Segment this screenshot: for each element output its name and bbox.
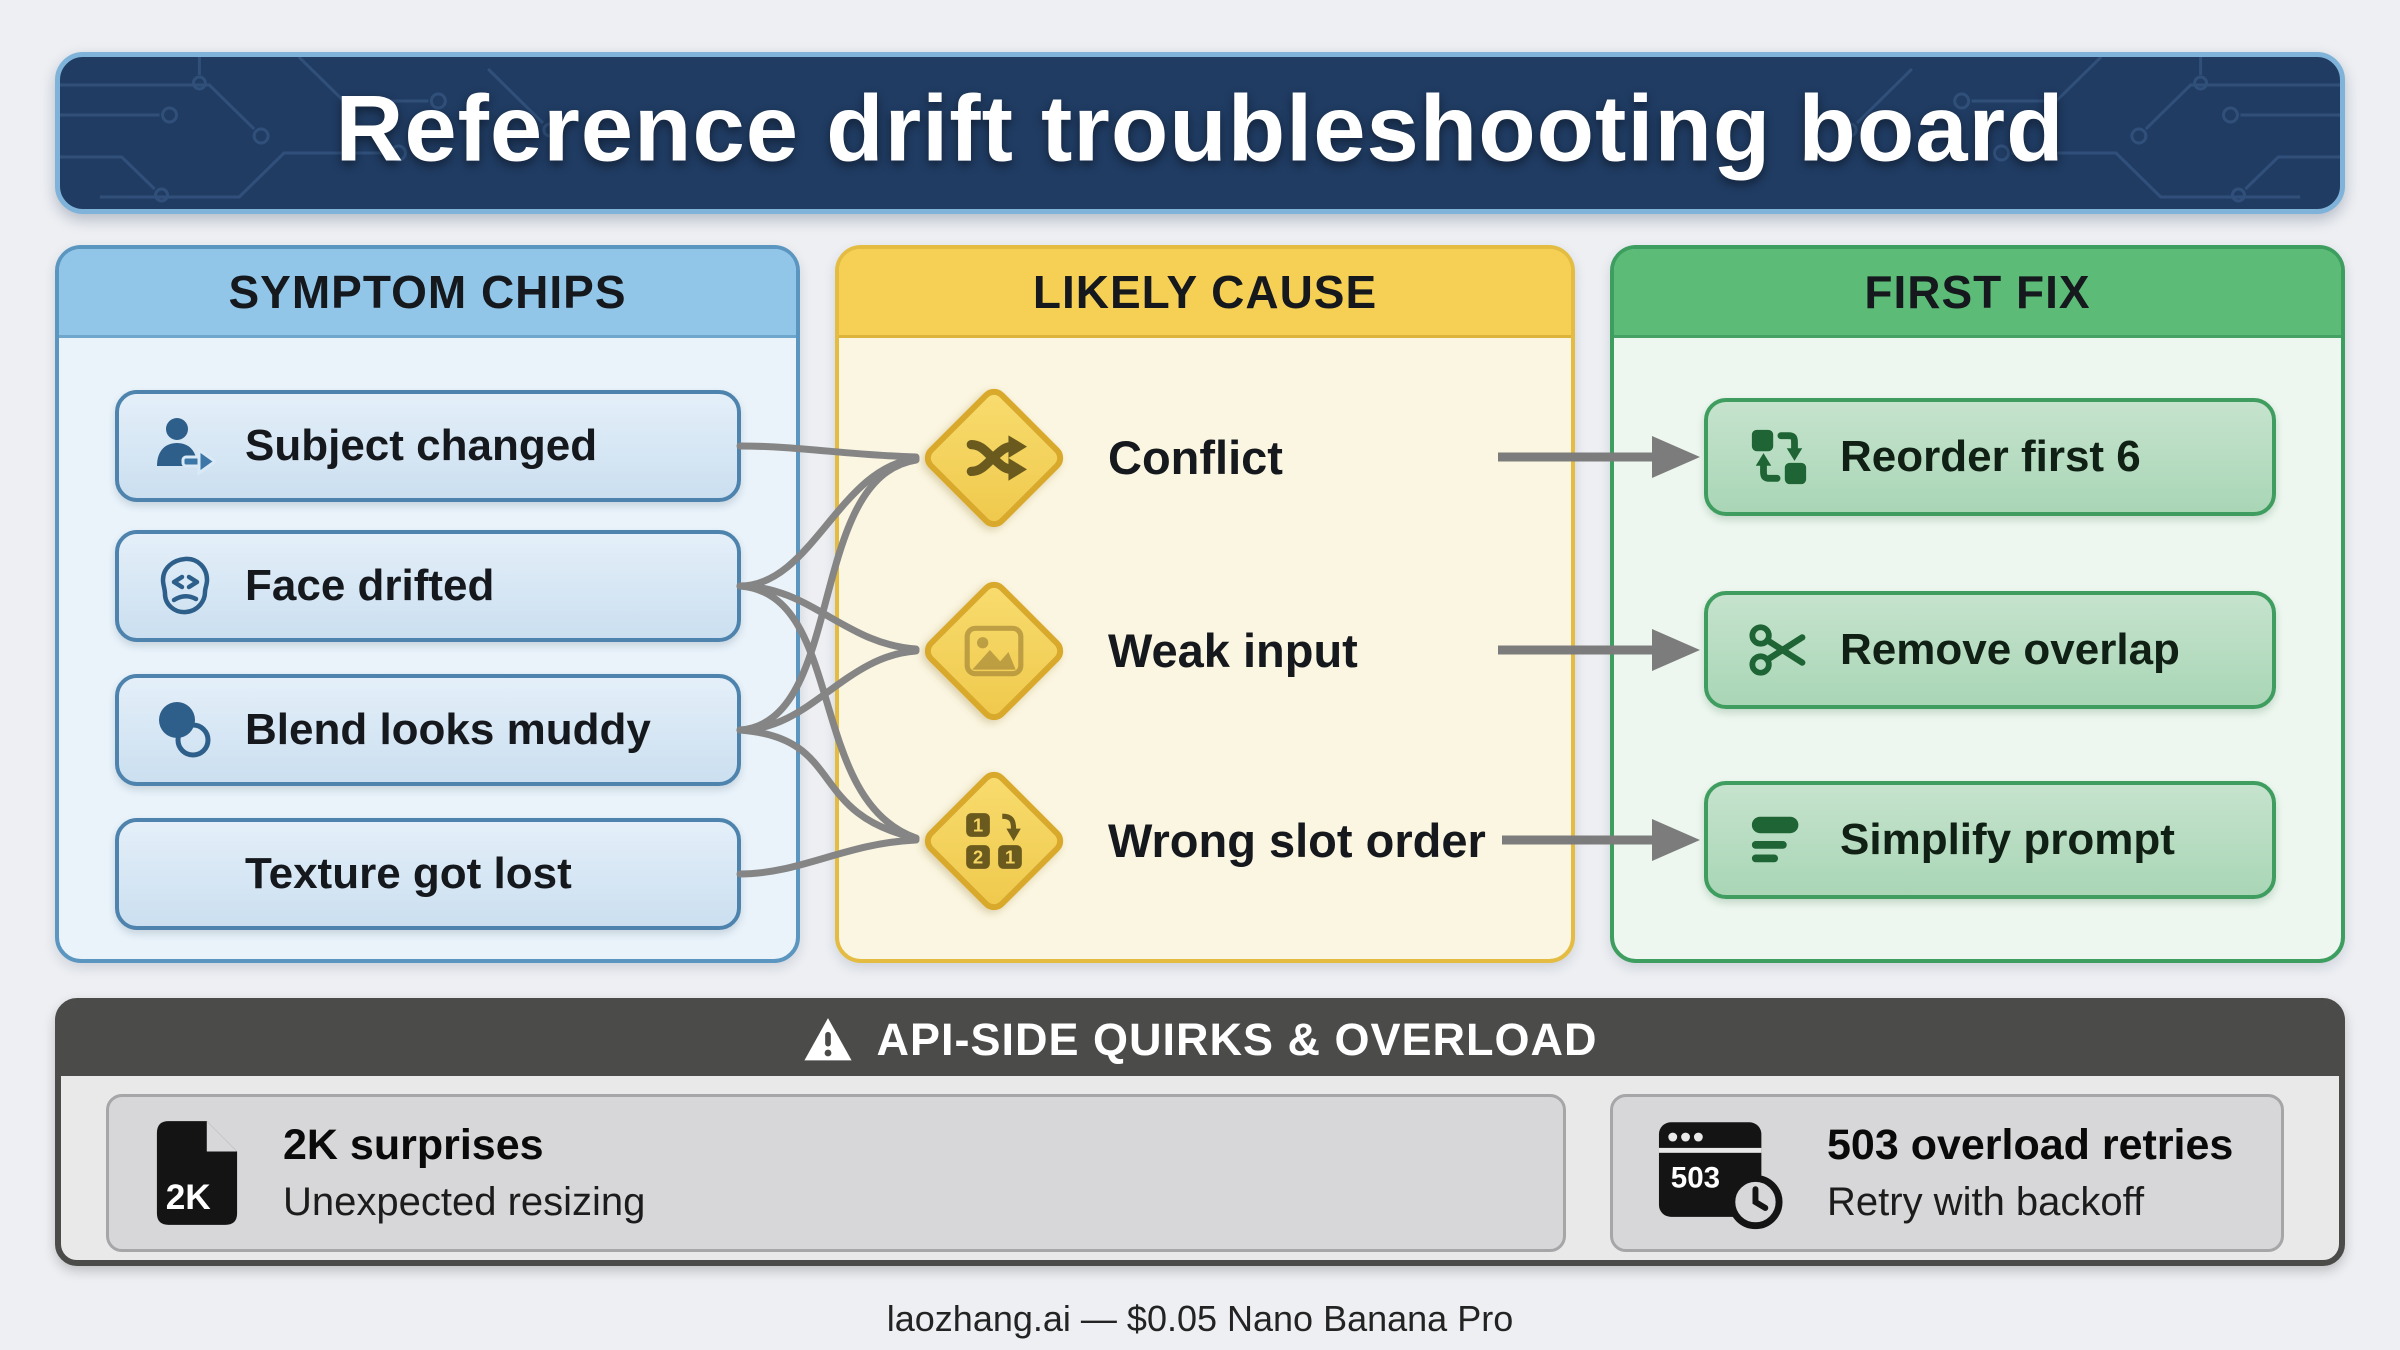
quirk-card-503: 503 503 overload retries Retry with back…	[1610, 1094, 2284, 1252]
footer-credit: laozhang.ai — $0.05 Nano Banana Pro	[886, 1298, 1514, 1339]
quirk-title: 503 overload retries	[1827, 1121, 2234, 1169]
svg-text:2K: 2K	[166, 1178, 212, 1217]
api-quirks-panel: API-SIDE QUIRKS & OVERLOAD 2K 2K surpris…	[55, 998, 2345, 1266]
blurred-texture-icon	[153, 842, 217, 906]
cause-label-weak-input: Weak input	[1108, 623, 1358, 677]
fix-remove-overlap: Remove overlap	[1704, 591, 2276, 709]
fix-label: Reorder first 6	[1840, 432, 2141, 481]
fixes-column-header: FIRST FIX	[1614, 249, 2341, 338]
person-arrow-icon	[153, 414, 218, 478]
cause-diamond-weak-input	[919, 576, 1069, 726]
svg-text:2: 2	[973, 847, 983, 868]
fix-label: Simplify prompt	[1840, 815, 2175, 864]
chip-label: Texture got lost	[245, 849, 572, 898]
causes-column-header: LIKELY CAUSE	[839, 249, 1571, 338]
fix-reorder-first-6: Reorder first 6	[1704, 398, 2276, 516]
page-title: Reference drift troubleshooting board	[335, 75, 2065, 181]
chip-label: Blend looks muddy	[245, 705, 651, 754]
chip-subject-changed: Subject changed	[115, 390, 741, 502]
distressed-face-icon	[153, 554, 217, 618]
cause-diamond-wrong-slot-order: 1 2 1	[919, 766, 1069, 916]
warning-triangle-icon	[804, 1018, 853, 1061]
overlapping-circles-icon	[153, 698, 217, 762]
quirk-title: 2K surprises	[283, 1121, 544, 1169]
chip-label: Face drifted	[245, 561, 495, 610]
shuffle-icon	[961, 425, 1027, 491]
cause-diamond-conflict	[919, 383, 1069, 533]
chip-blend-muddy: Blend looks muddy	[115, 674, 741, 786]
fixes-column: FIRST FIX Reorder first 6	[1610, 245, 2345, 963]
cause-label-wrong-slot-order: Wrong slot order	[1108, 813, 1486, 867]
api-quirks-title: API-SIDE QUIRKS & OVERLOAD	[876, 1014, 1598, 1065]
faded-image-icon	[961, 618, 1027, 684]
scissors-icon	[1748, 619, 1810, 681]
swap-icon	[1748, 426, 1810, 488]
simplify-lines-icon	[1748, 809, 1810, 871]
symptoms-column: SYMPTOM CHIPS Subject changed	[55, 245, 800, 963]
fix-label: Remove overlap	[1840, 625, 2180, 674]
chip-label: Subject changed	[245, 421, 598, 470]
browser-clock-icon: 503	[1658, 1122, 1783, 1230]
circuit-pattern-icon	[60, 57, 2340, 203]
api-quirks-header: API-SIDE QUIRKS & OVERLOAD	[61, 1004, 2339, 1076]
chip-face-drifted: Face drifted	[115, 530, 741, 642]
fix-simplify-prompt: Simplify prompt	[1704, 781, 2276, 899]
slot-order-icon: 1 2 1	[961, 808, 1027, 874]
chip-texture-lost: Texture got lost	[115, 818, 741, 930]
quirk-card-2k: 2K 2K surprises Unexpected resizing	[106, 1094, 1566, 1252]
file-2k-icon: 2K	[156, 1121, 238, 1225]
svg-text:1: 1	[1005, 847, 1015, 868]
svg-text:503: 503	[1671, 1161, 1720, 1194]
symptoms-column-header: SYMPTOM CHIPS	[59, 249, 796, 338]
quirk-subtitle: Retry with backoff	[1827, 1180, 2145, 1224]
title-banner: Reference drift troubleshooting board	[55, 52, 2345, 214]
quirk-subtitle: Unexpected resizing	[283, 1180, 646, 1224]
causes-column: LIKELY CAUSE Conflict	[835, 245, 1575, 963]
svg-text:1: 1	[973, 815, 983, 836]
cause-label-conflict: Conflict	[1108, 430, 1283, 484]
